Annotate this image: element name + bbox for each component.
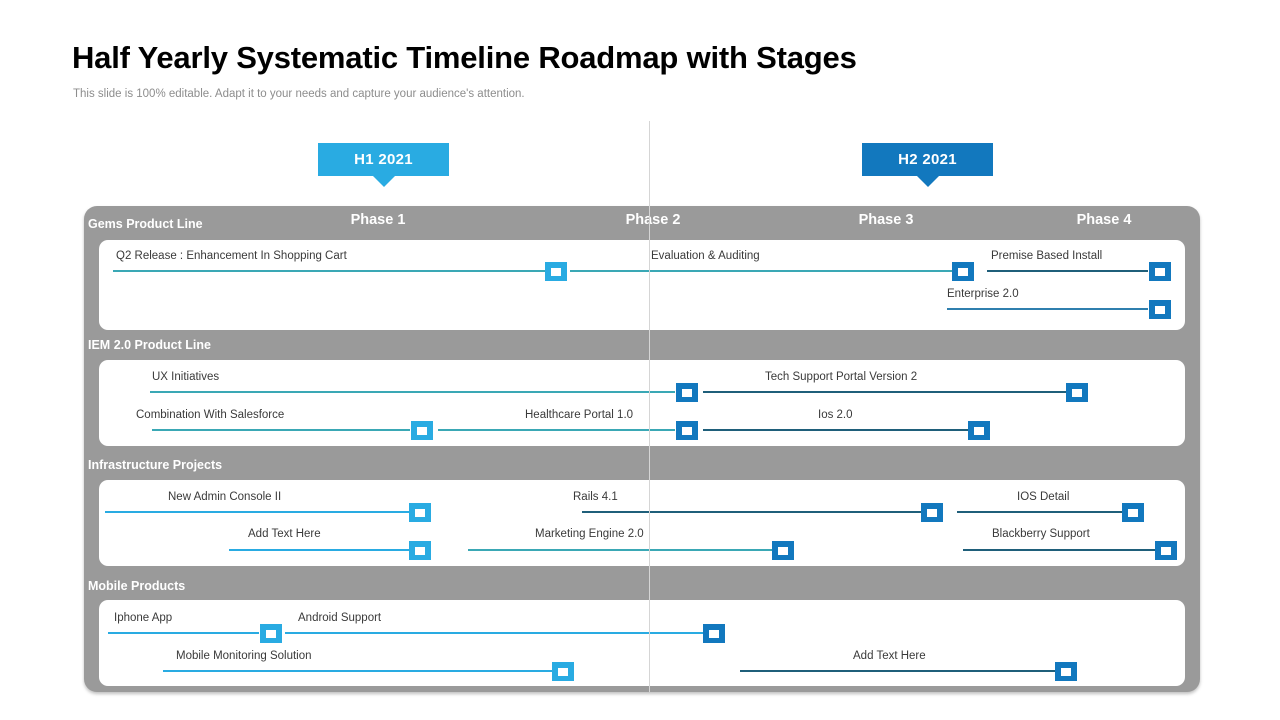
marker-r2d[interactable]: [676, 421, 698, 440]
bar-r1a: [113, 270, 554, 272]
bar-r4a: [108, 632, 259, 634]
marker-r2b[interactable]: [1066, 383, 1088, 402]
marker-inner-icon: [1155, 305, 1165, 314]
row-card-mobile: [99, 600, 1185, 686]
marker-r3a[interactable]: [409, 503, 431, 522]
bar-r1c: [987, 270, 1148, 272]
marker-inner-icon: [927, 508, 937, 517]
marker-r4a[interactable]: [260, 624, 282, 643]
marker-inner-icon: [551, 267, 561, 276]
bar-label-r1c: Premise Based Install: [991, 250, 1103, 262]
marker-r3d[interactable]: [409, 541, 431, 560]
marker-r3e[interactable]: [772, 541, 794, 560]
bar-label-r2c: Combination With Salesforce: [136, 409, 285, 421]
bar-r1d: [947, 308, 1148, 310]
bar-label-r4b: Android Support: [298, 612, 382, 624]
marker-inner-icon: [778, 546, 788, 555]
marker-inner-icon: [709, 629, 719, 638]
marker-r1a[interactable]: [545, 262, 567, 281]
bar-r3a: [105, 511, 409, 513]
bar-label-r4d: Add Text Here: [853, 650, 926, 662]
marker-inner-icon: [1128, 508, 1138, 517]
marker-r3f[interactable]: [1155, 541, 1177, 560]
bar-label-r1a: Q2 Release : Enhancement In Shopping Car…: [116, 250, 347, 262]
marker-inner-icon: [682, 426, 692, 435]
bar-r3f: [963, 549, 1155, 551]
bar-label-r2d: Healthcare Portal 1.0: [525, 409, 634, 421]
half-year-divider: [649, 121, 650, 692]
bar-r3c: [957, 511, 1123, 513]
phase-label-4: Phase 4: [1076, 212, 1132, 228]
page-title: Half Yearly Systematic Timeline Roadmap …: [72, 40, 857, 75]
bar-label-r3d: Add Text Here: [248, 528, 321, 540]
marker-inner-icon: [1072, 388, 1082, 397]
bar-label-r3e: Marketing Engine 2.0: [535, 528, 644, 540]
marker-inner-icon: [415, 508, 425, 517]
marker-r3b[interactable]: [921, 503, 943, 522]
bar-label-r2b: Tech Support Portal Version 2: [765, 371, 918, 383]
marker-r3c[interactable]: [1122, 503, 1144, 522]
marker-inner-icon: [1155, 267, 1165, 276]
bar-label-r3f: Blackberry Support: [992, 528, 1090, 540]
phase-label-2: Phase 2: [625, 212, 681, 228]
marker-r4b[interactable]: [703, 624, 725, 643]
half-tag-h1-label: H1 2021: [354, 151, 413, 168]
half-tag-h1[interactable]: H1 2021: [318, 143, 449, 187]
bar-r1b: [570, 270, 955, 272]
bar-label-r3b: Rails 4.1: [573, 491, 618, 503]
marker-inner-icon: [974, 426, 984, 435]
row-card-gems: [99, 240, 1185, 330]
half-tag-h2-label: H2 2021: [898, 151, 957, 168]
bar-r4d: [740, 670, 1056, 672]
marker-r1b[interactable]: [952, 262, 974, 281]
marker-r1d[interactable]: [1149, 300, 1171, 319]
marker-r2e[interactable]: [968, 421, 990, 440]
bar-label-r4a: Iphone App: [114, 612, 173, 624]
row-card-infrastructure: [99, 480, 1185, 566]
marker-inner-icon: [415, 546, 425, 555]
bar-r2a: [150, 391, 675, 393]
marker-inner-icon: [1061, 667, 1071, 676]
bar-label-r2e: Ios 2.0: [818, 409, 853, 421]
bar-r4b: [285, 632, 703, 634]
group-label-gems: Gems Product Line: [88, 217, 203, 231]
phase-label-1: Phase 1: [350, 212, 406, 228]
bar-label-r4c: Mobile Monitoring Solution: [176, 650, 312, 662]
phase-label-3: Phase 3: [858, 212, 914, 228]
bar-r3d: [229, 549, 409, 551]
marker-inner-icon: [558, 667, 568, 676]
marker-r1c[interactable]: [1149, 262, 1171, 281]
page-subtitle: This slide is 100% editable. Adapt it to…: [73, 88, 525, 100]
bar-r3e: [468, 549, 772, 551]
row-card-iem: [99, 360, 1185, 446]
marker-inner-icon: [417, 426, 427, 435]
bar-label-r3a: New Admin Console II: [168, 491, 282, 503]
bar-r2e: [703, 429, 969, 431]
half-tag-h2-pointer-icon: [916, 176, 939, 187]
bar-r2c: [152, 429, 410, 431]
bar-r2d: [438, 429, 675, 431]
marker-r2a[interactable]: [676, 383, 698, 402]
marker-inner-icon: [266, 629, 276, 638]
marker-r4d[interactable]: [1055, 662, 1077, 681]
marker-r2c[interactable]: [411, 421, 433, 440]
bar-r3b: [582, 511, 922, 513]
marker-inner-icon: [682, 388, 692, 397]
half-tag-h2[interactable]: H2 2021: [862, 143, 993, 187]
bar-r4c: [163, 670, 552, 672]
bar-label-r2a: UX Initiatives: [152, 371, 220, 383]
bar-label-r1b: Evaluation & Auditing: [651, 250, 760, 262]
bar-r2b: [703, 391, 1067, 393]
group-label-mobile: Mobile Products: [88, 579, 186, 593]
group-label-infrastructure: Infrastructure Projects: [88, 458, 223, 472]
bar-label-r3c: IOS Detail: [1017, 491, 1070, 503]
marker-inner-icon: [1161, 546, 1171, 555]
half-tag-h1-pointer-icon: [372, 176, 395, 187]
marker-inner-icon: [958, 267, 968, 276]
marker-r4c[interactable]: [552, 662, 574, 681]
bar-label-r1d: Enterprise 2.0: [947, 288, 1019, 300]
group-label-iem: IEM 2.0 Product Line: [88, 338, 211, 352]
